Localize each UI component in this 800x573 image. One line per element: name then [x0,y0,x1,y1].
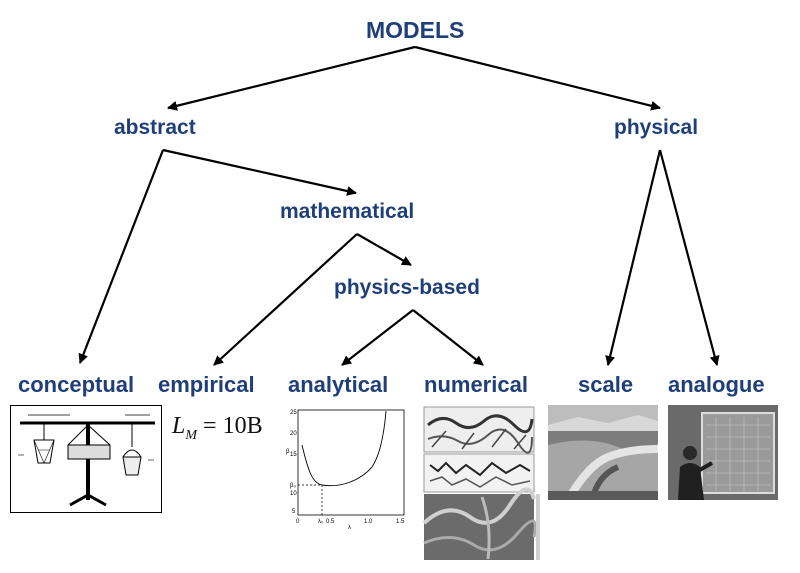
analogue-model-photo [668,405,778,500]
edge-physicsbased-analytical [341,309,414,366]
y-tick-20: 20 [290,431,297,437]
marker-y-label: β₀ [290,483,296,489]
formula-subscript: M [185,427,198,443]
edge-abstract-conceptual [78,149,165,364]
node-physics-based: physics-based [334,276,480,299]
formula-lhs: L [172,413,186,439]
leaf-conceptual: conceptual [18,372,135,397]
analytical-plot: 25 20 15 10 5 β 0 0.5 1.0 1.5 λ λ₀ β₀ [286,409,405,530]
leaf-scale: scale [578,372,634,397]
edge-mathematical-physicsbased [356,233,412,266]
y-tick-10: 10 [290,491,297,497]
scale-model-photo [548,405,658,500]
root-node-models: MODELS [366,17,465,43]
formula-rhs: 10B [222,413,263,439]
node-mathematical: mathematical [280,200,415,223]
node-physical: physical [614,116,699,139]
edge-physical-analogue [658,149,720,366]
leaf-analogue: analogue [668,372,765,397]
y-tick-15: 15 [290,452,297,458]
y-axis-label: β [286,449,290,455]
x-axis-label: λ [348,525,351,530]
node-abstract: abstract [114,116,196,139]
edge-physical-scale [605,149,662,366]
y-tick-5: 5 [292,509,296,515]
edge-models-physical [414,45,661,111]
formula-equals: = [197,413,223,439]
y-tick-25: 25 [290,410,297,416]
edge-physicsbased-numerical [412,309,484,366]
edge-mathematical-empirical [213,233,358,366]
leaf-analytical: analytical [288,372,389,397]
edge-abstract-mathematical [162,148,357,196]
numerical-simulation-images [422,406,540,560]
x-tick-0-5: 0.5 [326,519,335,525]
marker-x-label: λ₀ [318,519,324,525]
edge-models-abstract [167,45,416,111]
x-tick-0: 0 [296,519,300,525]
x-tick-1-0: 1.0 [364,519,373,525]
leaf-empirical: empirical [158,372,255,397]
empirical-formula: LM = 10B [172,413,263,444]
conceptual-balance-illustration [10,405,162,513]
leaf-numerical: numerical [424,372,528,397]
x-tick-1-5: 1.5 [396,519,405,525]
